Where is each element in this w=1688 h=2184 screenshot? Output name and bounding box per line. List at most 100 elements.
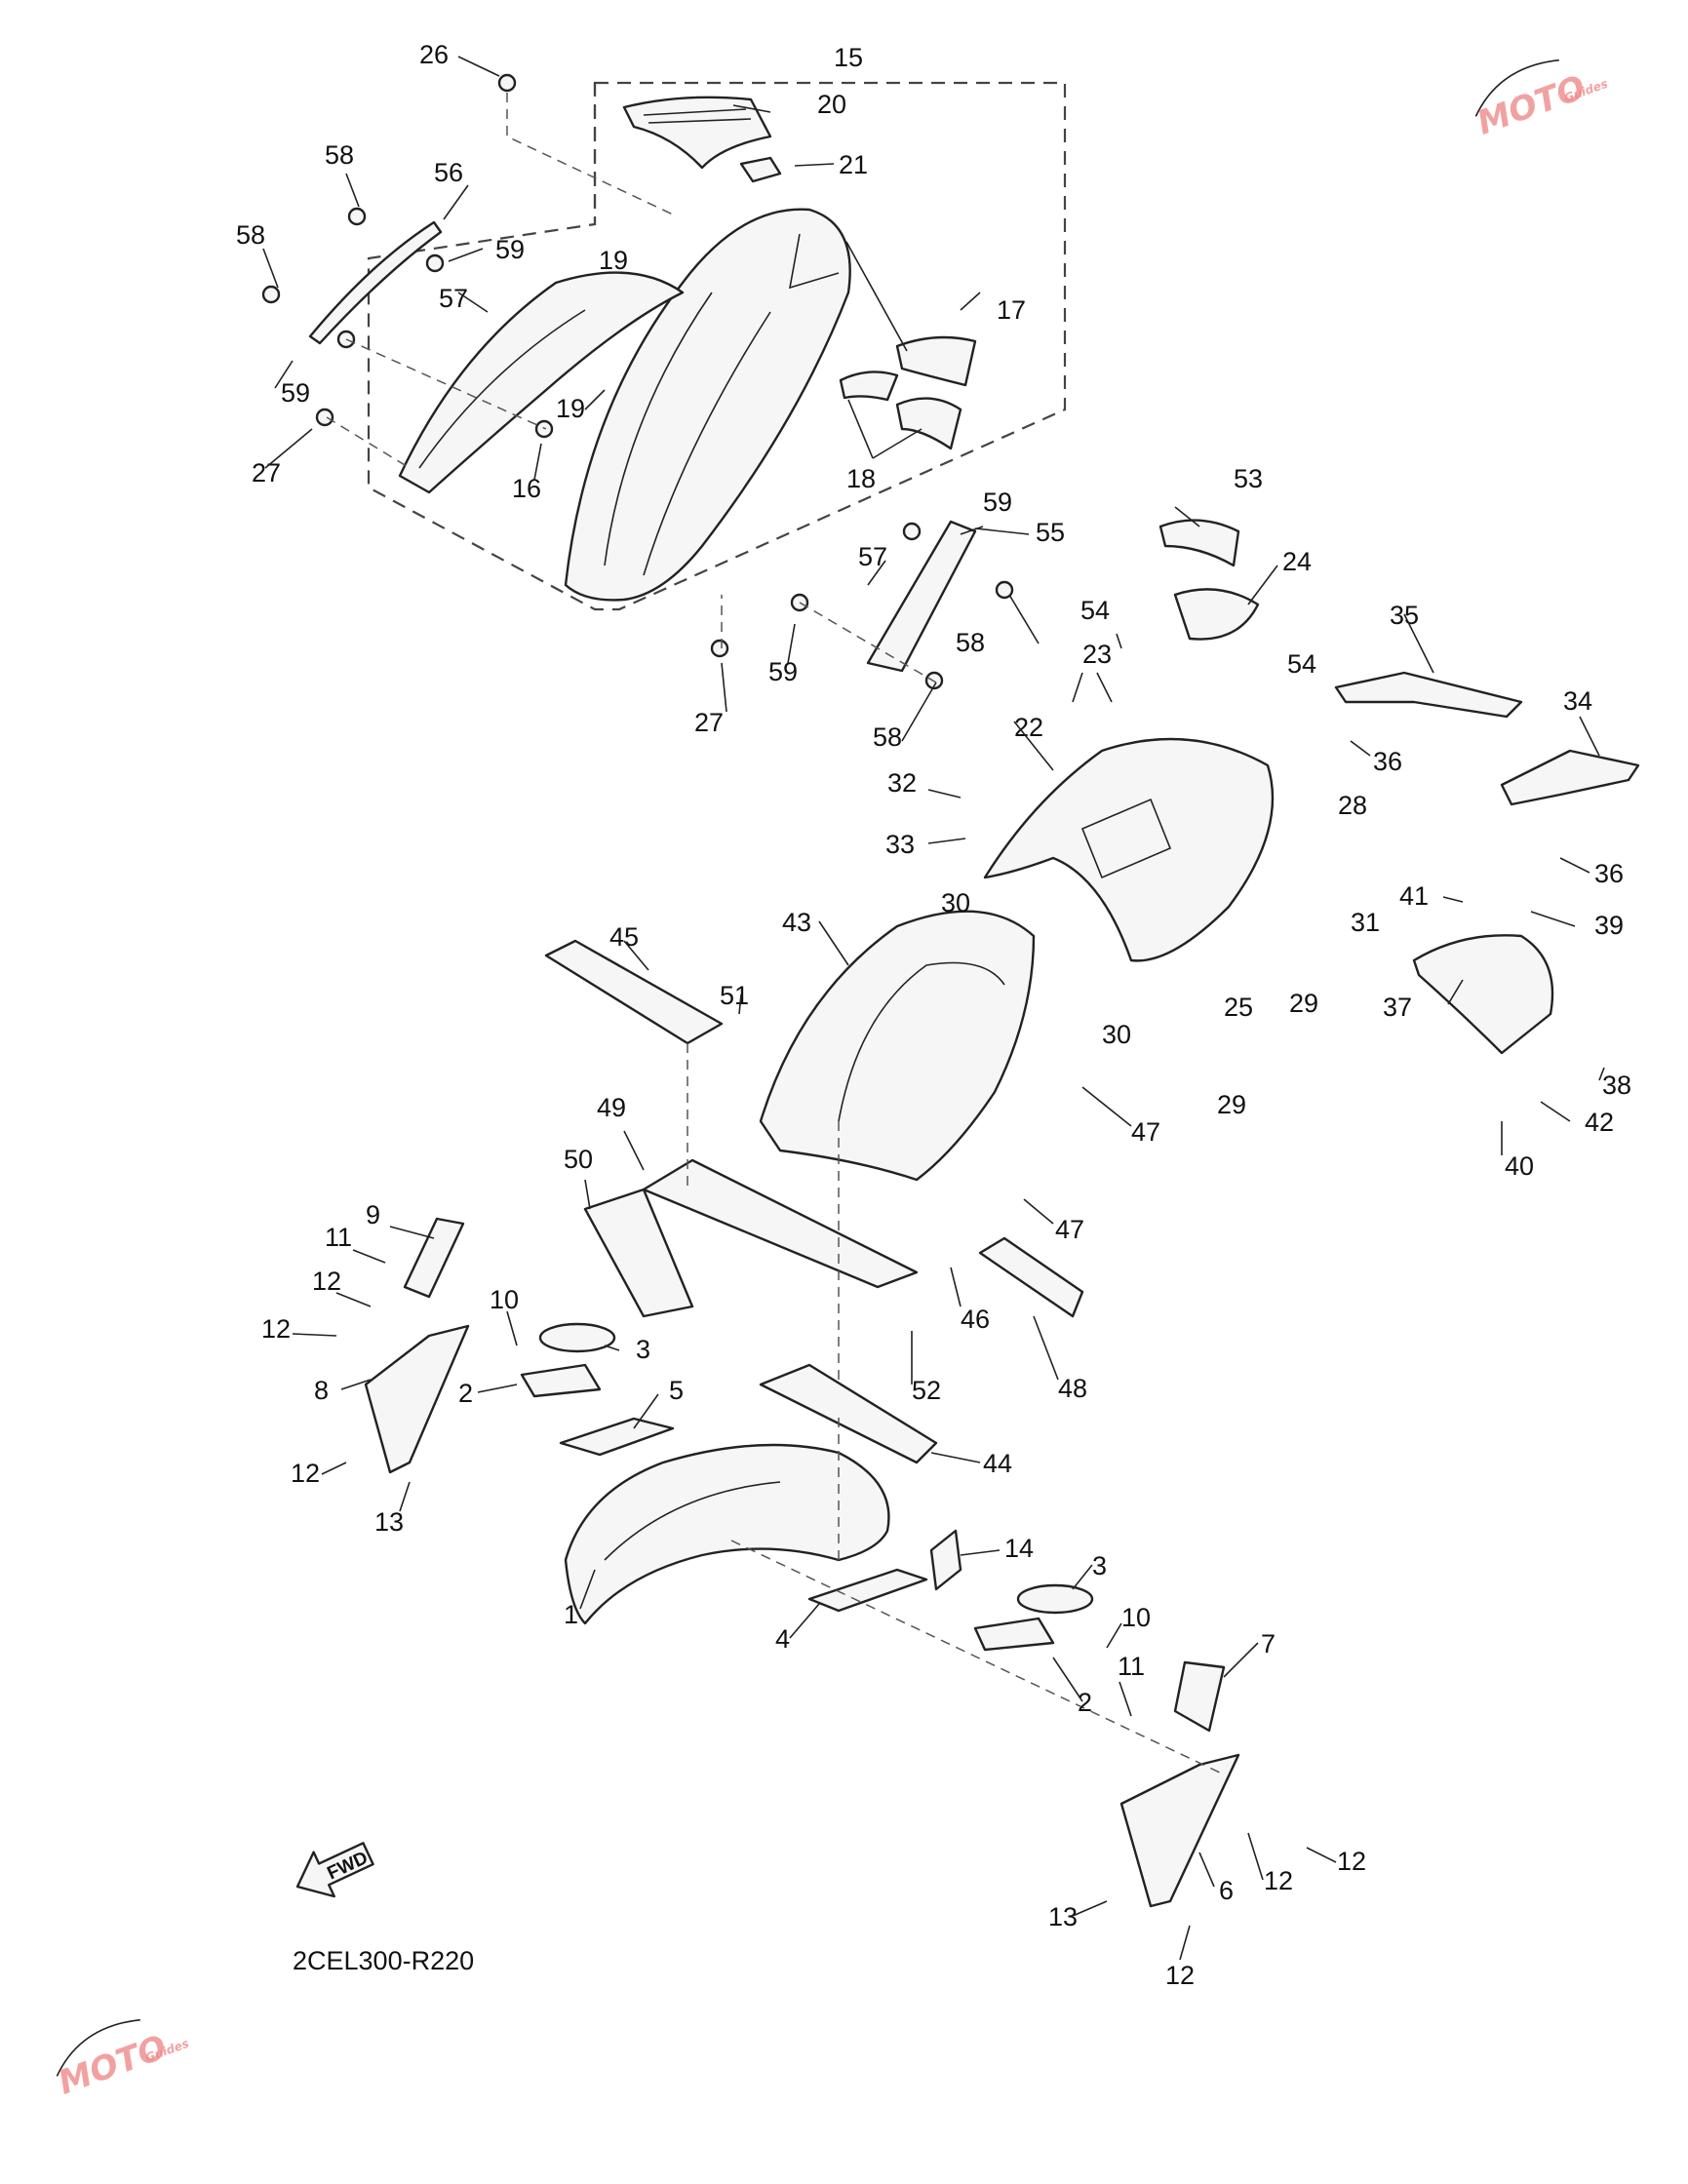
rear-fender-rib xyxy=(643,311,771,576)
front-fender xyxy=(564,1443,890,1625)
callout-32: 32 xyxy=(887,768,917,798)
assembly-15-box xyxy=(367,81,1067,611)
part-21-pad xyxy=(739,156,782,183)
part-20-ribs xyxy=(643,108,752,124)
callout-36: 36 xyxy=(1594,859,1624,888)
callout-29: 29 xyxy=(1289,989,1318,1018)
part-50-cover xyxy=(583,1188,694,1318)
callout-5: 5 xyxy=(669,1376,684,1405)
part-7-reflector-bracket xyxy=(1173,1660,1226,1733)
callout-30: 30 xyxy=(1102,1020,1131,1049)
part-56-rail xyxy=(308,220,443,345)
callout-28: 28 xyxy=(1338,791,1367,820)
callout-41: 41 xyxy=(1399,881,1429,911)
bolt-27b xyxy=(710,639,729,658)
callout-12: 12 xyxy=(312,1267,341,1296)
bolt-58c xyxy=(995,580,1014,600)
callout-29: 29 xyxy=(1217,1090,1246,1119)
callout-2: 2 xyxy=(1078,1688,1092,1717)
callout-47: 47 xyxy=(1055,1215,1084,1244)
callout-17: 17 xyxy=(997,295,1026,325)
callout-37: 37 xyxy=(1383,993,1412,1022)
part-43-edge xyxy=(838,961,1005,1122)
callout-21: 21 xyxy=(839,150,868,179)
part-18-pad-left xyxy=(839,370,899,402)
part-34-stay xyxy=(1500,749,1640,806)
part-55-bracket xyxy=(866,520,977,673)
callout-3: 3 xyxy=(636,1335,650,1364)
collar-59c xyxy=(902,522,922,541)
watermark-logo-top: MOTO Guides xyxy=(1472,58,1610,143)
callout-13: 13 xyxy=(374,1507,404,1537)
callout-56: 56 xyxy=(434,158,463,187)
callout-10: 10 xyxy=(1121,1603,1151,1632)
part-18-pad-right xyxy=(895,397,962,450)
callout-19: 19 xyxy=(556,394,585,423)
callout-18: 18 xyxy=(846,464,876,493)
callout-12: 12 xyxy=(1264,1866,1293,1895)
callout-12: 12 xyxy=(261,1314,291,1344)
callout-2: 2 xyxy=(458,1379,473,1408)
callout-45: 45 xyxy=(609,922,639,952)
callout-12: 12 xyxy=(1165,1961,1195,1990)
callout-26: 26 xyxy=(419,40,449,69)
svg-text:MOTO: MOTO xyxy=(54,2028,173,2103)
callout-59: 59 xyxy=(983,488,1012,517)
callout-58: 58 xyxy=(956,628,985,657)
axis-line xyxy=(687,1043,840,1384)
callout-31: 31 xyxy=(1351,908,1380,937)
rear-fender-notch xyxy=(788,233,840,290)
callout-7: 7 xyxy=(1261,1629,1276,1658)
callout-34: 34 xyxy=(1563,686,1592,716)
bolt-58a xyxy=(347,207,367,226)
part-3-band-left xyxy=(538,1322,616,1353)
part-20-cover xyxy=(622,96,772,170)
part-2-clamp-left xyxy=(520,1363,602,1398)
callout-58: 58 xyxy=(873,722,902,752)
callout-55: 55 xyxy=(1036,518,1065,547)
part-14-stay xyxy=(929,1529,962,1591)
bolt-26 xyxy=(497,73,517,93)
callout-33: 33 xyxy=(885,830,915,859)
part-9-reflector-bracket xyxy=(403,1217,465,1299)
part-8-plate xyxy=(364,1324,470,1474)
callout-14: 14 xyxy=(1004,1534,1034,1563)
callout-58: 58 xyxy=(325,140,354,170)
callout-27: 27 xyxy=(694,708,724,737)
part-4-bracket xyxy=(807,1568,928,1613)
callout-8: 8 xyxy=(314,1376,329,1405)
callout-24: 24 xyxy=(1282,547,1312,576)
callout-57: 57 xyxy=(858,542,887,571)
part-43-mudguard xyxy=(759,910,1036,1182)
callout-6: 6 xyxy=(1219,1876,1234,1905)
part-37-light-base xyxy=(1412,934,1554,1055)
callout-9: 9 xyxy=(366,1200,380,1229)
callout-46: 46 xyxy=(961,1305,990,1334)
part-6-plate xyxy=(1119,1753,1240,1908)
bolt-27a xyxy=(315,408,334,427)
callout-13: 13 xyxy=(1048,1902,1078,1931)
callout-23: 23 xyxy=(1082,640,1112,669)
callout-3: 3 xyxy=(1092,1551,1107,1580)
callout-10: 10 xyxy=(490,1285,519,1314)
part-53-pad xyxy=(1158,519,1240,567)
part-24-plate xyxy=(1173,588,1260,641)
part-48-plate xyxy=(978,1236,1084,1318)
callout-36: 36 xyxy=(1373,747,1402,776)
callout-1: 1 xyxy=(564,1600,578,1629)
callout-54: 54 xyxy=(1080,596,1110,625)
callout-12: 12 xyxy=(1337,1847,1366,1876)
callout-50: 50 xyxy=(564,1145,593,1174)
leader-lines xyxy=(262,56,1605,1961)
watermark-logo-bottom: MOTO Guides xyxy=(54,2018,191,2103)
callout-51: 51 xyxy=(720,981,749,1010)
side-cover-edge xyxy=(418,309,586,469)
callout-44: 44 xyxy=(983,1449,1012,1478)
callout-52: 52 xyxy=(912,1376,941,1405)
axis-line xyxy=(730,1540,1225,1775)
callout-11: 11 xyxy=(325,1223,352,1252)
part-45-strip xyxy=(544,939,724,1045)
callout-38: 38 xyxy=(1602,1071,1631,1100)
callout-16: 16 xyxy=(512,474,541,503)
